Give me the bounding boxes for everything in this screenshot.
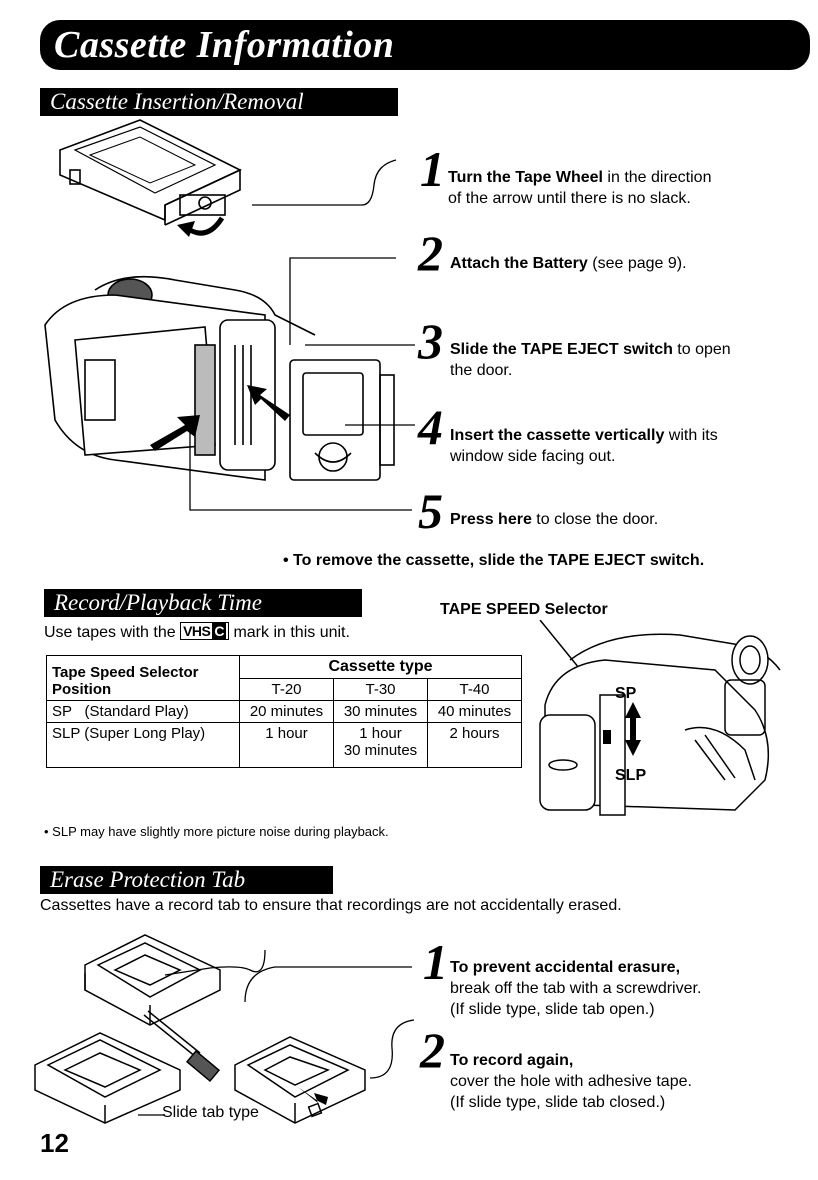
step-rest-5: to close the door. [531, 511, 659, 528]
table-header-row: Tape Speed Selector Position Cassette ty… [46, 655, 522, 701]
erase-step-line2-1: break off the tab with a screwdriver. [450, 980, 702, 997]
corner-line1: Tape Speed Selector [52, 664, 199, 681]
table-corner-header: Tape Speed Selector Position [46, 655, 240, 701]
step-number-3: 3 [418, 313, 443, 369]
column-header-t40: T-40 [427, 678, 522, 701]
erase-step-text-1: To prevent accidental erasure, break off… [450, 957, 701, 1020]
cassette-tape-wheel-illustration [59, 119, 242, 237]
step-text-3: Slide the TAPE EJECT switch to open the … [450, 339, 731, 381]
slide-tab-type-label: Slide tab type [162, 1104, 259, 1121]
row-label-slp: SLP (Super Long Play) [46, 722, 240, 768]
column-header-t20: T-20 [239, 678, 334, 701]
erase-leader-lines [244, 966, 415, 1079]
intro-after: mark in this unit. [233, 624, 350, 641]
erase-tab-illustration [34, 934, 366, 1124]
column-header-t30: T-30 [333, 678, 428, 701]
row-desc-sp: (Standard Play) [84, 703, 189, 720]
cell-sp-t20: 20 minutes [239, 700, 334, 723]
step-number-1: 1 [420, 141, 445, 197]
step-bold-3: Slide the TAPE EJECT switch [450, 341, 673, 358]
section-heading-erase-text: Erase Protection Tab [50, 867, 246, 892]
section-heading-insertion-text: Cassette Insertion/Removal [50, 89, 304, 114]
step-line2-4: window side facing out. [450, 448, 616, 465]
step-rest-4: with its [664, 427, 718, 444]
section-heading-insertion: Cassette Insertion/Removal [40, 88, 398, 116]
step-number-5: 5 [418, 483, 443, 539]
section-heading-record-text: Record/Playback Time [54, 590, 262, 615]
step-text-2: Attach the Battery (see page 9). [450, 253, 687, 274]
erase-step-line2-2: cover the hole with adhesive tape. [450, 1073, 692, 1090]
slp-label: SLP [615, 767, 646, 784]
page-title: Cassette Information [40, 20, 810, 70]
cassette-type-header: Cassette type [239, 655, 522, 679]
row-mode-slp: SLP [52, 725, 81, 742]
erase-step-number-1: 1 [423, 934, 448, 990]
step-rest-2: (see page 9). [587, 255, 687, 272]
step-bold-1: Turn the Tape Wheel [448, 169, 603, 186]
step-number-2: 2 [418, 225, 443, 281]
step-line2-1: of the arrow until there is no slack. [448, 190, 691, 207]
step-rest-3: to open [672, 341, 731, 358]
vhs-logo-text: VHS [183, 623, 211, 639]
step-line2-3: the door. [450, 362, 513, 379]
step-leader-lines [189, 159, 415, 511]
table-column-row: T-20 T-30 T-40 [47, 678, 522, 701]
step-rest-1: in the direction [602, 169, 712, 186]
row-mode-sp: SP [52, 703, 73, 720]
intro-before: Use tapes with the [44, 624, 176, 641]
cell-slp-t30-line1: 1 hour [359, 725, 402, 742]
step-text-5: Press here to close the door. [450, 509, 658, 530]
erase-step-text-2: To record again, cover the hole with adh… [450, 1050, 692, 1113]
cell-slp-t40: 2 hours [427, 722, 522, 768]
remove-cassette-note: • To remove the cassette, slide the TAPE… [283, 552, 705, 569]
corner-line2: Position [52, 681, 112, 698]
row-desc-slp: (Super Long Play) [84, 725, 206, 742]
erase-intro: Cassettes have a record tab to ensure th… [40, 897, 622, 914]
erase-step-bold-1: To prevent accidental erasure, [450, 959, 681, 976]
tape-speed-selector-label: TAPE SPEED Selector [440, 601, 608, 618]
step-text-1: Turn the Tape Wheel in the direction of … [448, 167, 711, 209]
table-row: SP (Standard Play) 20 minutes 30 minutes… [46, 700, 522, 723]
cell-slp-t30-line2: 30 minutes [343, 742, 418, 759]
tape-speed-selector-illustration: SP SLP [539, 620, 781, 816]
cell-sp-t30: 30 minutes [333, 700, 428, 723]
cell-sp-t40: 40 minutes [427, 700, 522, 723]
recording-time-table: Tape Speed Selector Position Cassette ty… [46, 655, 522, 768]
step-bold-2: Attach the Battery [450, 255, 588, 272]
step-bold-5: Press here [450, 511, 532, 528]
erase-step-bold-2: To record again, [450, 1052, 574, 1069]
erase-step-line3-2: (If slide type, slide tab closed.) [450, 1094, 666, 1111]
erase-step-number-2: 2 [420, 1022, 445, 1078]
section-heading-record: Record/Playback Time [44, 589, 362, 617]
sp-label: SP [615, 685, 637, 702]
erase-step-line3-1: (If slide type, slide tab open.) [450, 1001, 655, 1018]
camcorder-door-open-illustration [44, 275, 395, 481]
section-heading-erase: Erase Protection Tab [40, 866, 333, 894]
slp-footnote: • SLP may have slightly more picture noi… [44, 824, 389, 839]
step-number-4: 4 [418, 399, 443, 455]
page-number: 12 [40, 1128, 69, 1158]
step-bold-4: Insert the cassette vertically [450, 427, 665, 444]
step-text-4: Insert the cassette vertically with its … [450, 425, 718, 467]
cell-slp-t20: 1 hour [239, 722, 334, 768]
row-label-sp: SP (Standard Play) [46, 700, 240, 723]
c-logo-text: C [212, 623, 226, 639]
